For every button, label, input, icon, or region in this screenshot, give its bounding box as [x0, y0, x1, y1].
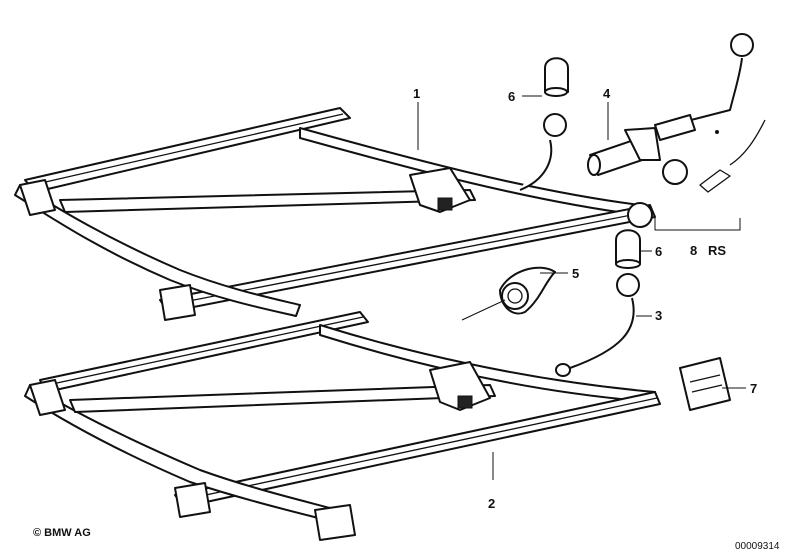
copyright-text: © BMW AG	[33, 527, 91, 539]
ball-cap-lower	[615, 229, 641, 269]
tow-ball-arm-upper	[519, 113, 567, 191]
document-number: 00009314	[735, 541, 780, 552]
callout-4: 4	[603, 86, 611, 101]
label-plate	[679, 357, 731, 411]
callout-1: 1	[413, 86, 420, 101]
callout-3: 3	[655, 308, 662, 323]
rs-bracket-line	[654, 215, 741, 231]
socket-tube	[587, 127, 661, 176]
locking-knob	[499, 266, 556, 315]
tow-ball-arm	[555, 273, 640, 377]
ball-cap-upper	[544, 57, 569, 97]
lower-frame	[24, 311, 661, 541]
callout-6-upper: 6	[508, 89, 515, 104]
upper-frame	[14, 107, 656, 321]
callout-rs: RS	[708, 243, 726, 258]
detachable-ball-set	[627, 33, 766, 228]
callout-8: 8	[690, 243, 697, 258]
callout-6-lower: 6	[655, 244, 662, 259]
callout-2: 2	[488, 496, 495, 511]
callout-7: 7	[750, 381, 757, 396]
callout-5: 5	[572, 266, 579, 281]
leader-5-ext	[461, 299, 506, 321]
